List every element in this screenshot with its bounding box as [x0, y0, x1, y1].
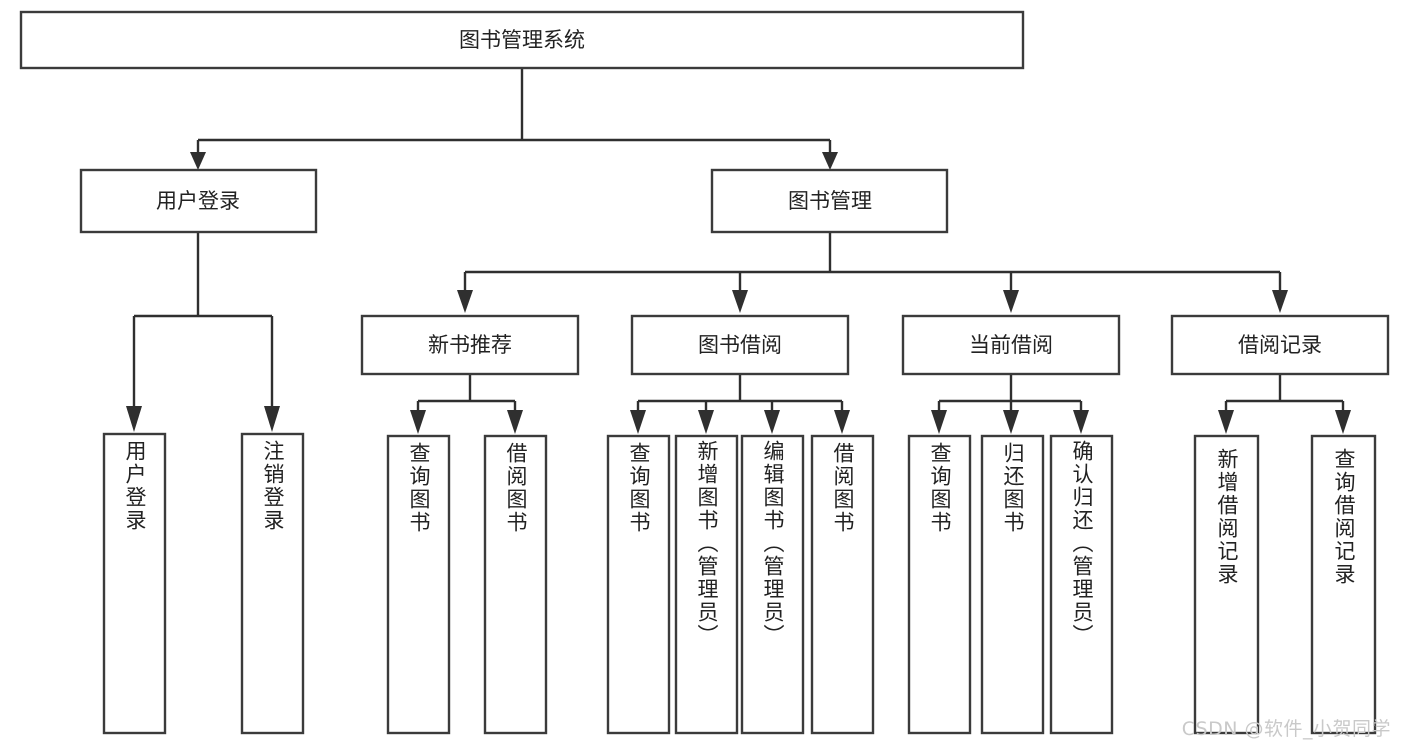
arrowhead-leaf-query-book-3 [931, 410, 947, 434]
arrowhead-leaf-user-login [126, 406, 142, 432]
node-user-login[interactable]: 用户登录 [79, 168, 318, 234]
node-current-borrow-box[interactable] [901, 314, 1121, 376]
arrowhead-leaf-edit-book [764, 410, 780, 434]
connector-layer [126, 68, 1351, 434]
node-current-borrow-label: 当前借阅 [969, 333, 1053, 357]
node-leaf-add-book[interactable]: 新增图书（管理员） [674, 434, 739, 735]
node-leaf-borrow-book-1[interactable]: 借阅图书 [483, 434, 548, 735]
arrowhead-leaf-borrow-book-2 [834, 410, 850, 434]
node-leaf-borrow-book-2-label: 借阅图书 [831, 442, 855, 534]
node-book-manage-box[interactable] [710, 168, 949, 234]
node-leaf-logout-label: 注销登录 [261, 440, 285, 532]
node-leaf-add-record-box[interactable] [1193, 434, 1260, 735]
arrowhead-leaf-query-book-2 [630, 410, 646, 434]
node-leaf-add-record[interactable]: 新增借阅记录 [1193, 434, 1260, 735]
arrowhead-new-book-rec [457, 290, 473, 313]
arrowhead-leaf-confirm-return [1073, 410, 1089, 434]
arrowhead-current-borrow [1003, 290, 1019, 313]
arrowhead-user-login [190, 152, 206, 170]
node-leaf-borrow-book-1-box[interactable] [483, 434, 548, 735]
node-new-book-rec-label: 新书推荐 [428, 333, 512, 357]
node-leaf-query-book-1[interactable]: 查询图书 [386, 434, 451, 735]
node-book-borrow[interactable]: 图书借阅 [630, 314, 850, 376]
node-leaf-edit-book-box[interactable] [740, 434, 805, 735]
arrowhead-leaf-query-record [1335, 410, 1351, 434]
node-leaf-query-book-2-label: 查询图书 [627, 442, 651, 534]
node-current-borrow[interactable]: 当前借阅 [901, 314, 1121, 376]
node-book-manage-label: 图书管理 [788, 189, 872, 213]
node-leaf-query-book-3-label: 查询图书 [928, 442, 952, 534]
node-borrow-record-box[interactable] [1170, 314, 1390, 376]
node-leaf-return-book[interactable]: 归还图书 [980, 434, 1045, 735]
arrowhead-leaf-add-book [698, 410, 714, 434]
node-leaf-query-record-box[interactable] [1310, 434, 1377, 735]
node-leaf-confirm-return-label: 确认归还（管理员） [1070, 440, 1094, 647]
node-new-book-rec-box[interactable] [360, 314, 580, 376]
arrowhead-leaf-return-book [1003, 410, 1019, 434]
node-leaf-user-login-label: 用户登录 [123, 440, 147, 532]
node-leaf-user-login-box[interactable] [102, 432, 167, 735]
arrowhead-leaf-logout [264, 406, 280, 432]
node-leaf-confirm-return-box[interactable] [1049, 434, 1114, 735]
node-leaf-query-record-label: 查询借阅记录 [1332, 448, 1356, 586]
node-leaf-add-book-label: 新增图书（管理员） [695, 440, 719, 647]
node-leaf-user-login[interactable]: 用户登录 [102, 432, 167, 735]
node-new-book-rec[interactable]: 新书推荐 [360, 314, 580, 376]
node-leaf-query-book-2[interactable]: 查询图书 [606, 434, 671, 735]
node-leaf-query-book-2-box[interactable] [606, 434, 671, 735]
node-leaf-edit-book[interactable]: 编辑图书（管理员） [740, 434, 805, 735]
arrowhead-book-borrow [732, 290, 748, 313]
node-leaf-add-record-label: 新增借阅记录 [1215, 448, 1239, 586]
node-leaf-query-record[interactable]: 查询借阅记录 [1310, 434, 1377, 735]
node-leaf-edit-book-label: 编辑图书（管理员） [761, 440, 785, 647]
node-borrow-record[interactable]: 借阅记录 [1170, 314, 1390, 376]
node-user-login-label: 用户登录 [156, 189, 240, 213]
node-leaf-borrow-book-2[interactable]: 借阅图书 [810, 434, 875, 735]
node-book-borrow-box[interactable] [630, 314, 850, 376]
node-root-label: 图书管理系统 [459, 28, 585, 52]
node-leaf-borrow-book-2-box[interactable] [810, 434, 875, 735]
node-leaf-logout-box[interactable] [240, 432, 305, 735]
node-leaf-return-book-label: 归还图书 [1001, 442, 1025, 534]
node-book-manage[interactable]: 图书管理 [710, 168, 949, 234]
node-leaf-return-book-box[interactable] [980, 434, 1045, 735]
node-leaf-query-book-3-box[interactable] [907, 434, 972, 735]
node-leaf-query-book-1-box[interactable] [386, 434, 451, 735]
arrowhead-leaf-borrow-book-1 [507, 410, 523, 434]
node-root[interactable]: 图书管理系统 [19, 10, 1025, 70]
node-leaf-query-book-3[interactable]: 查询图书 [907, 434, 972, 735]
node-leaf-logout[interactable]: 注销登录 [240, 432, 305, 735]
node-book-borrow-label: 图书借阅 [698, 333, 782, 357]
node-root-box[interactable] [19, 10, 1025, 70]
node-leaf-add-book-box[interactable] [674, 434, 739, 735]
arrowhead-leaf-query-book-1 [410, 410, 426, 434]
node-leaf-confirm-return[interactable]: 确认归还（管理员） [1049, 434, 1114, 735]
arrowhead-book-manage [822, 152, 838, 170]
arrowhead-leaf-add-record [1218, 410, 1234, 434]
node-user-login-box[interactable] [79, 168, 318, 234]
arrowhead-borrow-record [1272, 290, 1288, 313]
node-leaf-borrow-book-1-label: 借阅图书 [504, 442, 528, 534]
node-leaf-query-book-1-label: 查询图书 [407, 442, 431, 534]
node-borrow-record-label: 借阅记录 [1238, 333, 1322, 357]
